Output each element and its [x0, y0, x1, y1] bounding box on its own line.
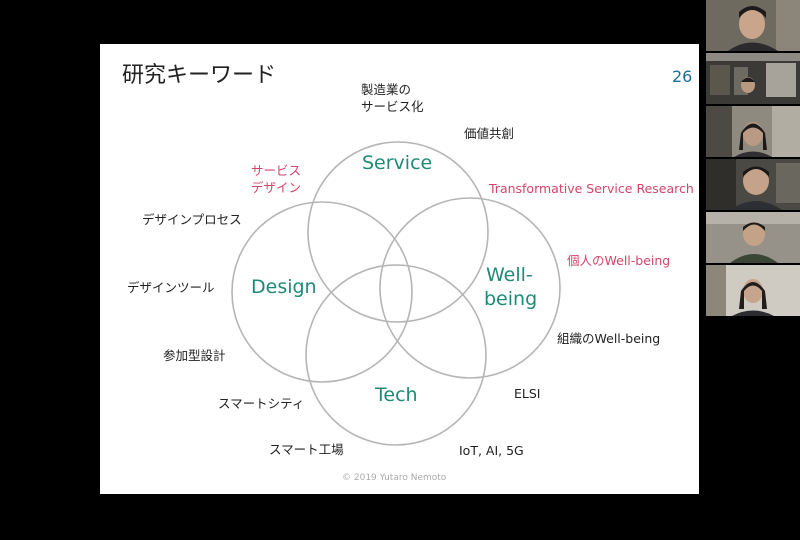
keyword-elsi: ELSI: [514, 386, 541, 401]
keyword-organizational-wellbeing: 組織のWell-being: [557, 331, 661, 346]
keyword-design-process: デザインプロセス: [142, 212, 242, 227]
keyword-value-cocreation: 価値共創: [464, 126, 515, 141]
tech-circle: [305, 264, 487, 446]
tech-label: Tech: [375, 384, 418, 406]
service-label: Service: [362, 152, 433, 174]
participant-video-5[interactable]: [706, 212, 800, 265]
design-label: Design: [251, 276, 317, 298]
participant-video-strip: [706, 0, 800, 318]
keyword-manufacturing-service-line1: 製造業の: [361, 82, 412, 97]
participant-video-2[interactable]: [706, 53, 800, 106]
participant-video-1[interactable]: [706, 0, 800, 53]
wellbeing-label-line2: being: [484, 288, 538, 310]
keyword-personal-wellbeing: 個人のWell-being: [567, 253, 671, 268]
participant-video-6[interactable]: [706, 265, 800, 318]
participant-video-4[interactable]: [706, 159, 800, 212]
design-circle: [231, 201, 413, 383]
wellbeing-circle: [379, 197, 561, 379]
service-circle: [307, 141, 489, 323]
wellbeing-label-line1: Well-: [486, 264, 533, 286]
page-number: 26: [672, 67, 693, 86]
venn-diagram: [231, 141, 561, 446]
keyword-smart-factory: スマート工場: [269, 442, 344, 457]
keyword-service-design-line1: サービス: [251, 163, 302, 178]
keyword-smart-city: スマートシティ: [218, 396, 305, 411]
copyright-notice: © 2019 Yutaro Nemoto: [342, 473, 447, 483]
keyword-manufacturing-service-line2: サービス化: [361, 99, 424, 114]
keyword-design-tool: デザインツール: [127, 280, 215, 295]
keyword-service-design-line2: デザイン: [251, 180, 302, 195]
slide-title: 研究キーワード: [122, 63, 277, 88]
keyword-iot-ai-5g: IoT, AI, 5G: [459, 443, 524, 458]
keyword-transformative-service-research: Transformative Service Research: [489, 181, 694, 196]
participant-video-3[interactable]: [706, 106, 800, 159]
presentation-slide: 研究キーワード 26 Service Design Well- being Te…: [100, 44, 699, 494]
keyword-participatory-design: 参加型設計: [163, 348, 226, 363]
